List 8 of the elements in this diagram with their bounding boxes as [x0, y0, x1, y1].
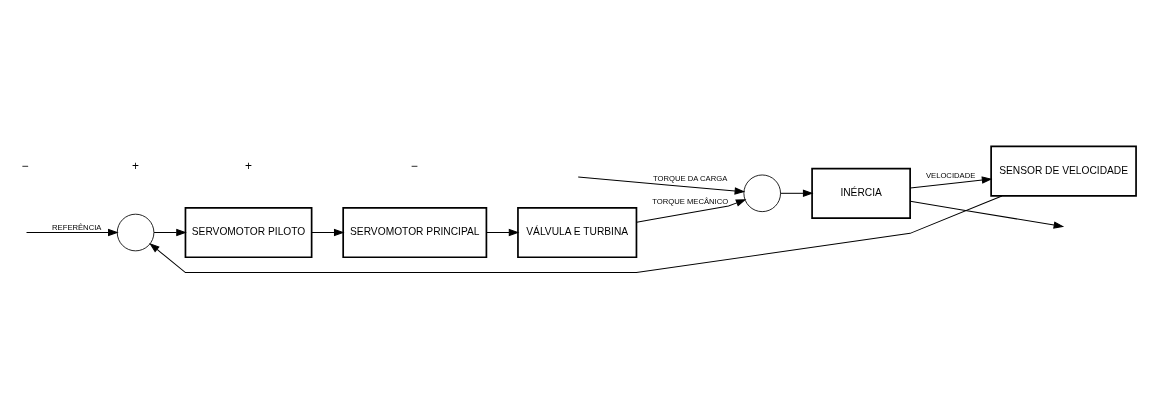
edge-label: VELOCIDADE [925, 171, 976, 181]
edge-label: TORQUE DA CARGA [653, 173, 728, 183]
label: + [245, 159, 253, 174]
label: − [411, 159, 419, 174]
edge-label: REFERÊNCIA [52, 223, 102, 233]
edge-label: TORQUE MECÂNICO [652, 196, 729, 206]
label: − [22, 159, 30, 174]
label: + [132, 159, 140, 174]
